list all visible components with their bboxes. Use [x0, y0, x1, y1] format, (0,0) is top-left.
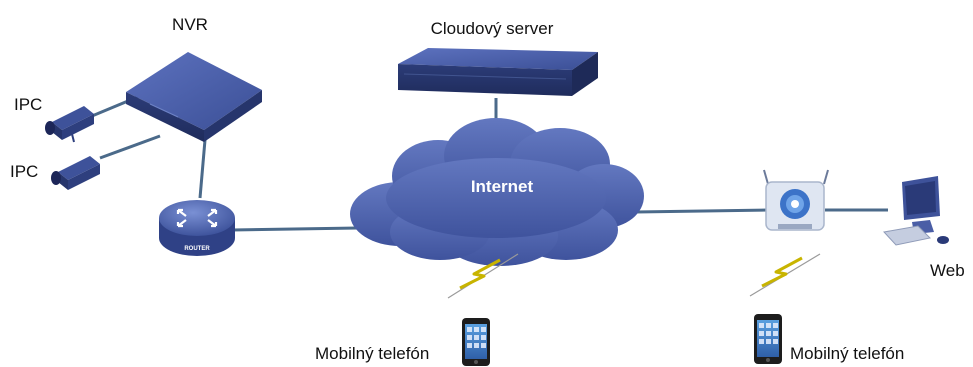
- ipc-camera-icon: [45, 106, 94, 143]
- router-label: ROUTER: [184, 246, 210, 252]
- wireless-signal-icon: [447, 253, 519, 299]
- internet-cloud: [350, 118, 644, 266]
- link-router-cloud: [231, 226, 359, 232]
- wireless-hub-icon: [763, 169, 829, 231]
- mobile-phone-icon: [754, 314, 782, 364]
- web-label: Web: [930, 261, 965, 280]
- ipc-1-label: IPC: [14, 95, 42, 114]
- router-icon: ROUTER: [159, 200, 235, 256]
- ipc-camera-icon: [51, 156, 100, 190]
- wireless-signal-icon: [749, 253, 821, 297]
- cloud-server-icon: [398, 48, 598, 96]
- internet-label: Internet: [471, 177, 534, 196]
- connection-lines: [91, 94, 888, 232]
- nvr-label: NVR: [172, 15, 208, 34]
- mobile-phone-label-right: Mobilný telefón: [790, 344, 904, 363]
- cloud-server-label: Cloudový server: [431, 19, 554, 38]
- desktop-computer-icon: [883, 176, 949, 246]
- mobile-phone-icon: [462, 318, 490, 366]
- link-cloud-hub: [635, 208, 769, 214]
- nvr-device: [126, 52, 262, 142]
- ipc-2-label: IPC: [10, 162, 38, 181]
- link-ipc2-nvr: [99, 134, 161, 160]
- mobile-phone-label-left: Mobilný telefón: [315, 344, 429, 363]
- link-nvr-router: [198, 139, 207, 199]
